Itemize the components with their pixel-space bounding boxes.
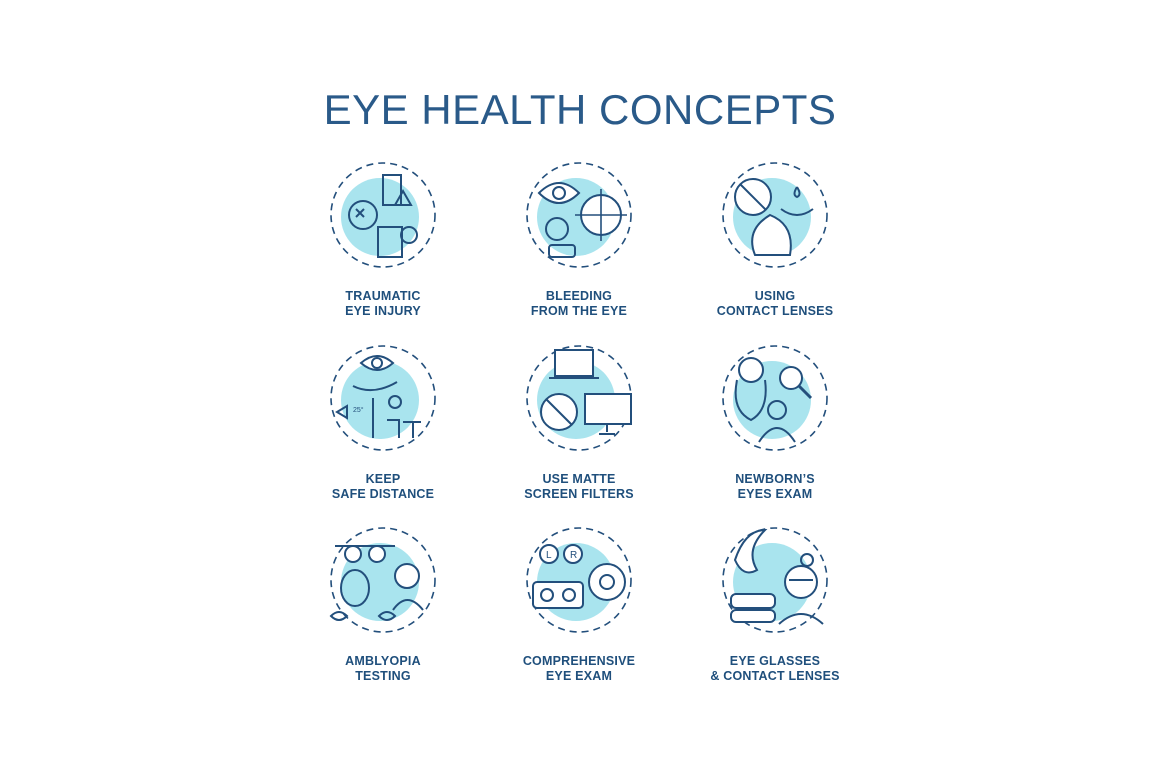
concept-label: NEWBORN’S EYES EXAM [675, 472, 875, 502]
accent-circle [341, 543, 419, 621]
concept-label: USE MATTE SCREEN FILTERS [479, 472, 679, 502]
dashed-ring [526, 162, 632, 268]
concept-label-line2: SAFE DISTANCE [331, 487, 435, 501]
concept-label-line2: EYE INJURY [345, 304, 421, 318]
concept-label-line1: USING [754, 289, 796, 303]
screen-filter-icon [526, 345, 632, 451]
concept-label: KEEP SAFE DISTANCE [283, 472, 483, 502]
concept-label-line1: BLEEDING [545, 289, 613, 303]
svg-text:25°: 25° [353, 406, 364, 414]
dashed-ring [722, 345, 828, 451]
concept-label-line1: USE MATTE [542, 472, 616, 486]
svg-text:R: R [570, 550, 577, 561]
concept-label: BLEEDING FROM THE EYE [479, 289, 679, 319]
concept-label-line1: KEEP [365, 472, 401, 486]
dashed-ring [330, 527, 436, 633]
icon-glyph [730, 528, 824, 625]
icon-glyph [734, 357, 813, 443]
bleeding-eye-icon [526, 162, 632, 268]
concept-label-line2: CONTACT LENSES [716, 304, 834, 318]
dashed-ring [722, 162, 828, 268]
dashed-ring [330, 345, 436, 451]
concept-label-line1: COMPREHENSIVE [522, 654, 636, 668]
page-title: EYE HEALTH CONCEPTS [323, 86, 837, 133]
concept-card: EYE GLASSES & CONTACT LENSES [675, 524, 875, 684]
concept-label-line2: & CONTACT LENSES [710, 669, 840, 683]
concept-label-line1: TRAUMATIC [345, 289, 421, 303]
svg-text:L: L [546, 550, 552, 561]
concept-card: USING CONTACT LENSES [675, 159, 875, 319]
concept-label: COMPREHENSIVE EYE EXAM [479, 654, 679, 684]
concept-label-line2: EYE EXAM [545, 669, 613, 683]
concept-card: TRAUMATIC EYE INJURY [283, 159, 483, 319]
dashed-ring [722, 527, 828, 633]
icon-glyph [540, 349, 632, 435]
concept-label-line1: EYE GLASSES [729, 654, 821, 668]
concept-label-line1: AMBLYOPIA [345, 654, 421, 668]
glasses-contacts-icon [722, 527, 828, 633]
concept-label: USING CONTACT LENSES [675, 289, 875, 319]
safe-distance-icon: 25° [330, 345, 436, 451]
accent-circle [341, 361, 419, 439]
icon-glyph [348, 174, 418, 258]
concept-label-line2: TESTING [355, 669, 411, 683]
concept-card: BLEEDING FROM THE EYE [479, 159, 679, 319]
concept-card: NEWBORN’S EYES EXAM [675, 342, 875, 502]
contact-lenses-icon [722, 162, 828, 268]
concept-card: USE MATTE SCREEN FILTERS [479, 342, 679, 502]
concept-card: 25° KEEP SAFE DISTANCE [283, 342, 483, 502]
concept-label-line2: SCREEN FILTERS [524, 487, 634, 501]
concept-label: AMBLYOPIA TESTING [283, 654, 483, 684]
amblyopia-testing-icon [329, 527, 436, 633]
newborn-exam-icon [722, 345, 828, 451]
dashed-ring [330, 162, 436, 268]
accent-circle [341, 178, 419, 256]
traumatic-eye-injury-icon [330, 162, 436, 268]
concept-card: AMBLYOPIA TESTING [283, 524, 483, 684]
concept-label: TRAUMATIC EYE INJURY [283, 289, 483, 319]
icon-glyph: 25° [335, 355, 421, 438]
icon-glyph [734, 178, 814, 256]
concept-label-line2: FROM THE EYE [530, 304, 628, 318]
concept-label-line2: EYES EXAM [737, 487, 813, 501]
dashed-ring [526, 527, 632, 633]
icon-glyph [329, 545, 424, 621]
concept-label: EYE GLASSES & CONTACT LENSES [675, 654, 875, 684]
concept-label-line1: NEWBORN’S [735, 472, 815, 486]
icon-glyph [537, 182, 627, 258]
